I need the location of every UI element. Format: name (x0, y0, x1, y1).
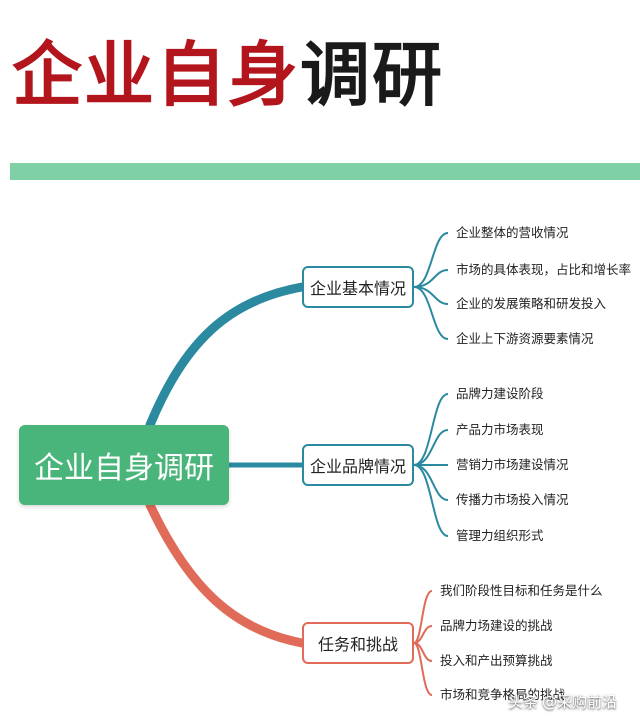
heading-red-part: 企业自身 (12, 34, 300, 116)
leaf-item: 我们阶段性目标和任务是什么 (440, 583, 603, 598)
leaf-item: 企业上下游资源要素情况 (456, 331, 594, 346)
branch-node-2: 企业品牌情况 (302, 444, 414, 486)
heading-black-part: 调研 (300, 34, 444, 116)
root-to-branch-1-link (145, 282, 307, 430)
leaf-item: 市场和竞争格局的挑战 (440, 687, 566, 702)
leaf-item: 管理力组织形式 (456, 528, 544, 543)
root-to-branch-3-link (145, 500, 307, 648)
root-node: 企业自身调研 (19, 425, 229, 505)
branch-1-leaf-links (413, 232, 449, 340)
leaf-item: 传播力市场投入情况 (456, 492, 569, 507)
branch-node-1: 企业基本情况 (302, 266, 414, 308)
watermark-prefix: 头条 (508, 692, 539, 711)
page-heading: 企业自身调研 (12, 30, 444, 120)
leaf-item: 品牌力建设阶段 (456, 386, 544, 401)
watermark-handle: @采购前沿 (542, 692, 618, 711)
branch-2-leaf-links (413, 393, 449, 537)
leaf-item: 企业的发展策略和研发投入 (456, 296, 607, 311)
leaf-item: 投入和产出预算挑战 (440, 653, 553, 668)
branch-3-leaf-links (413, 590, 433, 696)
leaf-item: 品牌力场建设的挑战 (440, 618, 553, 633)
divider-bar (10, 163, 640, 180)
leaf-item: 市场的具体表现，占比和增长率 (456, 262, 632, 277)
leaf-item: 产品力市场表现 (456, 422, 544, 437)
watermark: 头条 @采购前沿 (508, 688, 617, 714)
leaf-item: 企业整体的营收情况 (456, 225, 569, 240)
branch-node-3: 任务和挑战 (302, 622, 414, 664)
leaf-item: 营销力市场建设情况 (456, 457, 569, 472)
